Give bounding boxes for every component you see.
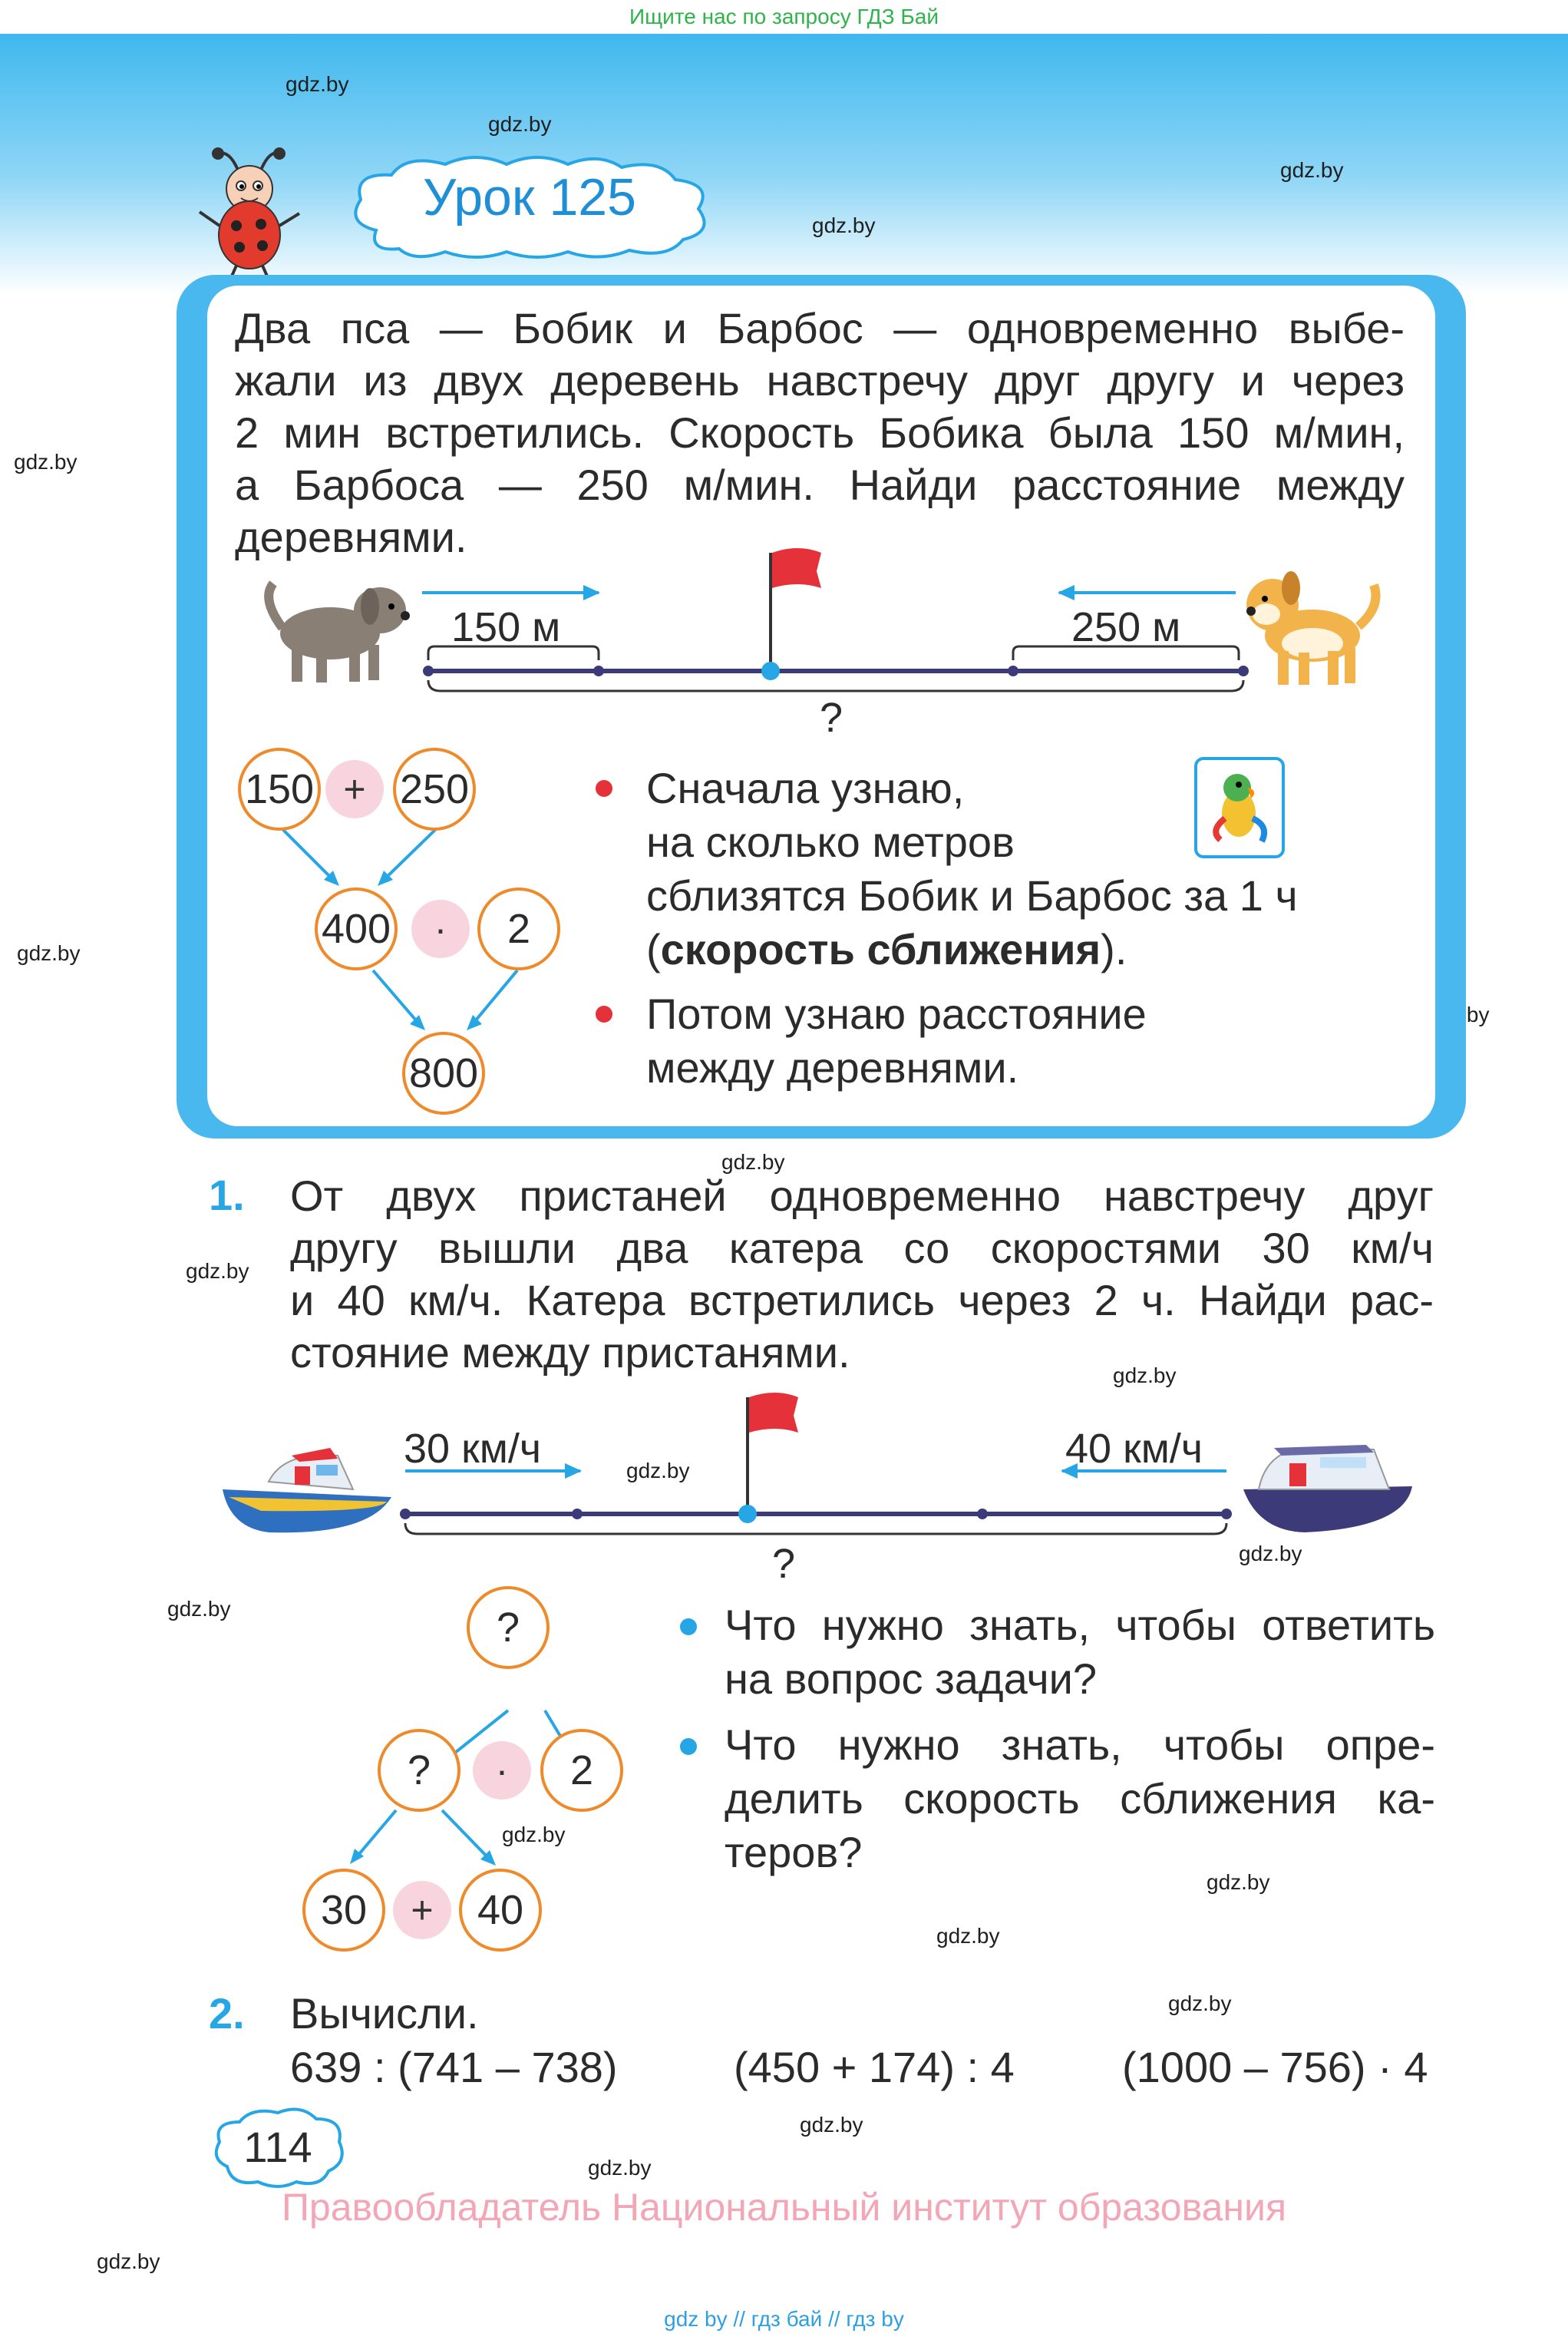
bold-term: скорость сближения bbox=[660, 925, 1101, 973]
copyright-note: Правообладатель Национальный институт об… bbox=[281, 2186, 1287, 2229]
expression: 639 : (741 – 738) bbox=[290, 2043, 618, 2091]
expression: (450 + 174) : 4 bbox=[734, 2043, 1015, 2091]
tree-node: 2 bbox=[540, 1729, 623, 1812]
speed-label-right: 250 м bbox=[1071, 604, 1181, 650]
tree-node: 40 bbox=[459, 1869, 542, 1952]
intro-line: а Барбоса — 250 м/мин. Найди расстояние … bbox=[235, 461, 1405, 509]
watermark: gdz.by bbox=[488, 112, 552, 136]
page-number: 114 bbox=[243, 2123, 312, 2171]
watermark: gdz.by bbox=[502, 1823, 566, 1846]
question-mark: ? bbox=[772, 1541, 796, 1587]
watermark: gdz.by bbox=[1239, 1542, 1302, 1565]
top-banner-text[interactable]: Ищите нас по запросу ГДЗ Бай bbox=[629, 5, 939, 28]
bullet-blue bbox=[680, 1738, 697, 1755]
speed-label-left: 150 м bbox=[451, 604, 561, 650]
grey-dog-icon bbox=[264, 580, 410, 682]
tree-node: 250 bbox=[393, 748, 476, 831]
paren-open: ( bbox=[646, 925, 661, 973]
intro-line: деревнями. bbox=[235, 513, 467, 561]
task1-line: и 40 км/ч. Катера встретились через 2 ч.… bbox=[290, 1276, 1434, 1324]
tree-node: ? bbox=[378, 1729, 460, 1812]
lesson-cloud bbox=[354, 156, 706, 259]
task-number: 1. bbox=[209, 1171, 245, 1219]
lesson-title: Урок 125 bbox=[423, 168, 636, 226]
page-number-cloud bbox=[214, 2107, 344, 2188]
speed-label-left: 30 км/ч bbox=[404, 1426, 541, 1472]
tree-node: 2 bbox=[477, 887, 560, 970]
question-text: на вопрос задачи? bbox=[725, 1654, 1098, 1703]
watermark: gdz.by bbox=[626, 1459, 690, 1482]
watermark: gdz.by bbox=[588, 2156, 652, 2180]
intro-line: жали из двух деревень навстречу друг дру… bbox=[235, 356, 1405, 405]
intro-line: Два пса — Бобик и Барбос — одновременно … bbox=[235, 304, 1405, 352]
watermark: gdz.by bbox=[721, 1150, 785, 1174]
task1-line: От двух пристаней одновременно навстречу… bbox=[290, 1172, 1434, 1220]
question-text: теров? bbox=[725, 1828, 863, 1876]
bottom-links[interactable]: gdz by // гдз бай // гдз by bbox=[664, 2307, 904, 2331]
intro-panel bbox=[207, 286, 1435, 1126]
bullet-text: между деревнями. bbox=[646, 1043, 1019, 1092]
task-number: 2. bbox=[209, 1989, 245, 2038]
watermark: gdz.by bbox=[1168, 1991, 1232, 2015]
tree-node: 150 bbox=[238, 748, 321, 831]
watermark: gdz.by bbox=[97, 2249, 160, 2273]
bullet-text: Сначала узнаю, bbox=[646, 764, 965, 812]
bullet-text: на сколько метров bbox=[646, 818, 1015, 866]
question-text: Что нужно знать, чтобы опре- bbox=[725, 1720, 1435, 1769]
watermark: gdz.by bbox=[800, 2113, 863, 2137]
dogs-segment-diagram bbox=[264, 548, 1381, 692]
bullet-text: сблизятся Бобик и Барбос за 1 ч bbox=[646, 871, 1298, 920]
watermark: gdz.by bbox=[812, 213, 876, 237]
speed-label-right: 40 км/ч bbox=[1065, 1426, 1203, 1472]
multiply-operator: · bbox=[473, 1741, 531, 1800]
intro-line: 2 мин встретились. Скорость Бобика была … bbox=[235, 408, 1405, 457]
watermark: gdz.by bbox=[1207, 1870, 1270, 1894]
watermark: gdz.by bbox=[1113, 1363, 1177, 1387]
bullet-red bbox=[596, 1006, 612, 1023]
right-boat-icon bbox=[1243, 1445, 1412, 1532]
question-mark: ? bbox=[820, 695, 843, 741]
watermark: gdz.by bbox=[286, 72, 349, 96]
tree-node: ? bbox=[467, 1586, 550, 1669]
boats-segment-diagram bbox=[223, 1393, 1412, 1535]
watermark: gdz.by bbox=[17, 941, 81, 965]
plus-operator: + bbox=[325, 760, 384, 818]
watermark: gdz.by bbox=[186, 1259, 249, 1283]
left-boat-icon bbox=[223, 1448, 391, 1533]
watermark: gdz.by bbox=[14, 450, 78, 474]
multiply-operator: · bbox=[411, 900, 470, 958]
ladybug-icon bbox=[198, 147, 301, 281]
bullet-blue bbox=[680, 1618, 697, 1635]
top-banner[interactable]: Ищите нас по запросу ГДЗ Бай bbox=[0, 0, 1568, 34]
orange-dog-icon bbox=[1246, 571, 1381, 685]
watermark: gdz.by bbox=[167, 1597, 231, 1621]
tree-node: 400 bbox=[315, 887, 398, 970]
tree-node-result: 800 bbox=[402, 1032, 485, 1115]
watermark: gdz.by bbox=[936, 1924, 1000, 1948]
bullet-red bbox=[596, 780, 612, 797]
question-text: делить скорость сближения ка- bbox=[725, 1774, 1435, 1823]
paren-close: ). bbox=[1101, 925, 1127, 973]
bullet-text-emphasis: (скорость сближения). bbox=[646, 924, 1127, 974]
plus-operator: + bbox=[393, 1881, 451, 1939]
task1-line: стояние между пристанями. bbox=[290, 1328, 850, 1377]
parrot-icon bbox=[1194, 757, 1285, 858]
task1-line: другу вышли два катера со скоростями 30 … bbox=[290, 1224, 1434, 1272]
watermark: gdz.by bbox=[1280, 158, 1344, 182]
task2-title: Вычисли. bbox=[290, 1989, 479, 2038]
question-text: Что нужно знать, чтобы ответить bbox=[725, 1601, 1435, 1649]
bullet-text: Потом узнаю расстояние bbox=[646, 990, 1147, 1038]
expression: (1000 – 756) · 4 bbox=[1122, 2043, 1428, 2091]
tree-node: 30 bbox=[302, 1869, 385, 1952]
